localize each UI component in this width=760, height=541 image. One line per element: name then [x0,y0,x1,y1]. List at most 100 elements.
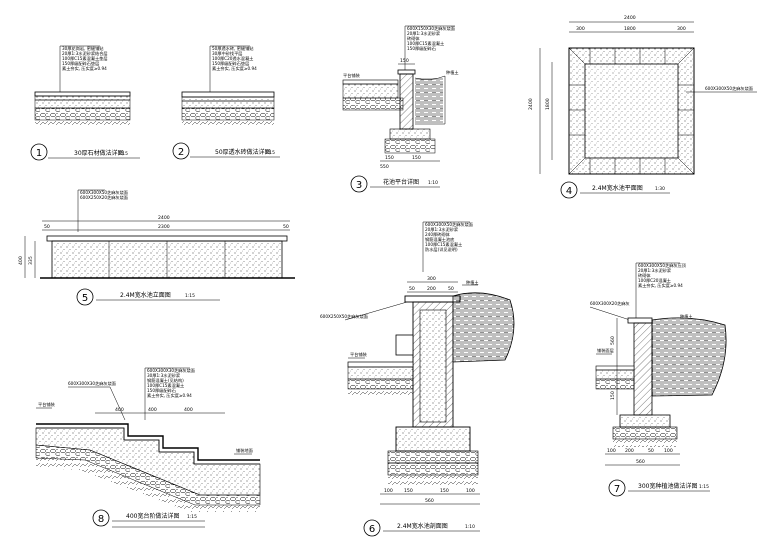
drawing-label: 20厚1:3水泥砂浆结合层 [62,50,108,57]
drawing-label: 砖砌体 [638,272,651,279]
drawing-label: 600X250X20芝麻灰烧面 [80,194,128,201]
drawing-label: 4 [566,186,572,197]
drawing-label: 1:15 [185,293,195,299]
drawing-label: 150 [440,488,449,494]
drawing-label: 400 [184,407,193,413]
drawing-label: 100 [664,448,673,454]
drawing-label: 7 [614,484,620,495]
drawing-label: 300 [576,26,585,32]
detail-3-number-circle [350,175,368,193]
drawing-label: 2400 [528,98,534,110]
drawing-label: 20厚1:3水泥砂浆 [638,267,672,274]
drawing-label: 50 [448,286,454,292]
drawing-label: 30厚花岗岩, 密缝铺贴 [62,45,104,52]
detail-8-number-circle [92,509,110,527]
drawing-label: 钢筋混凝土池底 [425,236,454,243]
detail-5-number-circle [76,288,94,306]
drawing-label: 150厚级配碎石 [147,387,176,394]
detail-8: 600X300X30芝麻灰烧面 30厚1:3水泥砂浆 钢筋混凝土(见结构) 10… [35,367,261,528]
drawing-label: 400 [148,407,157,413]
drawing-label: 400 [115,407,124,413]
drawing-label: 30厚中砂找平层 [212,50,242,57]
drawing-label: 防水层(详见说明) [425,246,458,253]
drawing-label: 100 [466,488,475,494]
drawing-label: 5 [82,293,88,304]
drawing-label: 600X300X30芝麻灰烧面 [68,380,116,387]
drawing-label: 3 [356,180,362,191]
drawing-label: 150 [610,391,616,400]
detail-3: 600X150X30芝麻灰烧面 20厚1:3水泥砂浆 砖砌体 100厚C15素混… [342,25,459,193]
drawing-label: 8 [98,514,104,525]
drawing-label: 150 [404,488,413,494]
drawing-label: 平台铺装 [38,401,56,408]
drawing-label: 2 [178,147,184,158]
drawing-label: 150 [400,58,409,64]
drawing-label: 150 [412,155,421,161]
drawing-label: 335 [28,256,34,265]
drawing-label: 钢筋混凝土(见结构) [147,377,184,384]
drawing-label: 2300 [158,224,170,230]
drawing-label: 铺装面层 [597,347,614,354]
drawing-label: 600X300X50芝麻灰压顶 [638,262,687,269]
drawing-label: 30厚1:3水泥砂浆 [147,372,181,379]
drawing-label: 1800 [624,26,636,32]
drawing-label: 560 [425,498,434,504]
drawing-label: 1 [36,148,42,159]
drawing-label: 2.4M宽水池剖面图 [397,522,448,530]
drawing-label: 种植土 [466,279,479,286]
drawing-label: 砖砌体 [407,35,420,42]
drawing-label: 1:15 [265,150,275,156]
drawing-label: 2.4M宽水池立面图 [120,291,171,299]
drawing-label: 1:15 [699,484,709,490]
drawing-label: 550 [380,164,389,170]
drawing-label: 1800 [545,98,551,110]
detail-7-notes: 600X300X50芝麻灰压顶 20厚1:3水泥砂浆 砖砌体 100厚C20混凝… [636,262,687,289]
drawing-label: 560 [610,336,616,345]
drawing-label: 600X300X50芝麻灰烧面 [80,189,128,196]
detail-6-number-circle [363,519,381,537]
drawing-label: 50 [44,224,50,230]
drawing-label: 100厚C15素混凝土 [407,40,444,47]
drawing-label: 100厚C15素混凝土 [425,241,462,248]
detail-1: 30厚花岗岩, 密缝铺贴 20厚1:3水泥砂浆结合层 100厚C15素混凝土垫层… [30,45,140,161]
drawing-label: 花池平台详图 [383,178,419,186]
drawing-label: 素土夯实, 压实度≥0.94 [638,282,683,289]
drawing-label: 素土夯实, 压实度≥0.94 [212,65,257,72]
drawing-label: 150 [385,155,394,161]
drawing-label: 600X300X50芝麻灰烧面 [425,221,473,228]
drawing-label: 200 [625,448,634,454]
drawing-label: 560 [636,459,645,465]
drawing-label: 240厚砖砌体 [425,231,451,238]
detail-4: 2400 300 1800 300 2400 1800 600X300X50芝麻… [528,15,757,199]
drawing-label: 50厚透水砖, 密缝铺贴 [212,45,254,52]
drawing-label: 种植土 [446,69,459,76]
drawing-label: 200 [427,286,436,292]
drawing-label: 2400 [624,15,636,21]
detail-2-number-circle [172,142,190,160]
drawing-label: 600X300X30芝麻灰烧面 [147,367,195,374]
drawing-label: 1:15 [118,151,128,157]
drawing-label: 种植土 [680,313,693,320]
drawing-label: 50 [283,224,289,230]
drawing-label: 2.4M宽水池平面图 [592,184,643,192]
detail-6: 600X300X50芝麻灰烧面 20厚1:3水泥砂浆 240厚砖砌体 钢筋混凝土… [320,221,515,537]
drawing-label: 1:10 [465,524,475,530]
drawing-label: 100厚C15素混凝土 [147,382,184,389]
drawing-label: 20厚1:3水泥砂浆 [425,226,459,233]
drawing-label: 600X300X50芝麻灰烧面 [705,85,753,92]
drawing-label: 600X300X20芝麻灰 [590,300,630,307]
drawing-label: 100厚C15素混凝土垫层 [62,55,108,62]
drawing-label: 400 [18,256,24,265]
drawing-label: 平台铺装 [350,351,368,358]
drawing-label: 300宽种植池做法详图 [638,482,697,490]
drawing-label: 2400 [158,215,170,221]
detail-2-notes: 50厚透水砖, 密缝铺贴 30厚中砂找平层 100厚C20透水混凝土 150厚级… [210,45,257,72]
drawing-label: 100厚C20混凝土 [638,277,671,284]
drawing-label: 150厚级配碎石 [407,45,436,52]
drawing-label: 1:30 [655,186,665,192]
detail-6-notes: 600X300X50芝麻灰烧面 20厚1:3水泥砂浆 240厚砖砌体 钢筋混凝土… [423,221,473,253]
drawing-label: 1:15 [187,514,197,520]
drawing-label: 20厚1:3水泥砂浆 [407,30,441,37]
drawing-label: 素土夯实, 压实度≥0.94 [147,392,192,399]
drawing-label: 400宽台阶做法详图 [126,512,179,520]
